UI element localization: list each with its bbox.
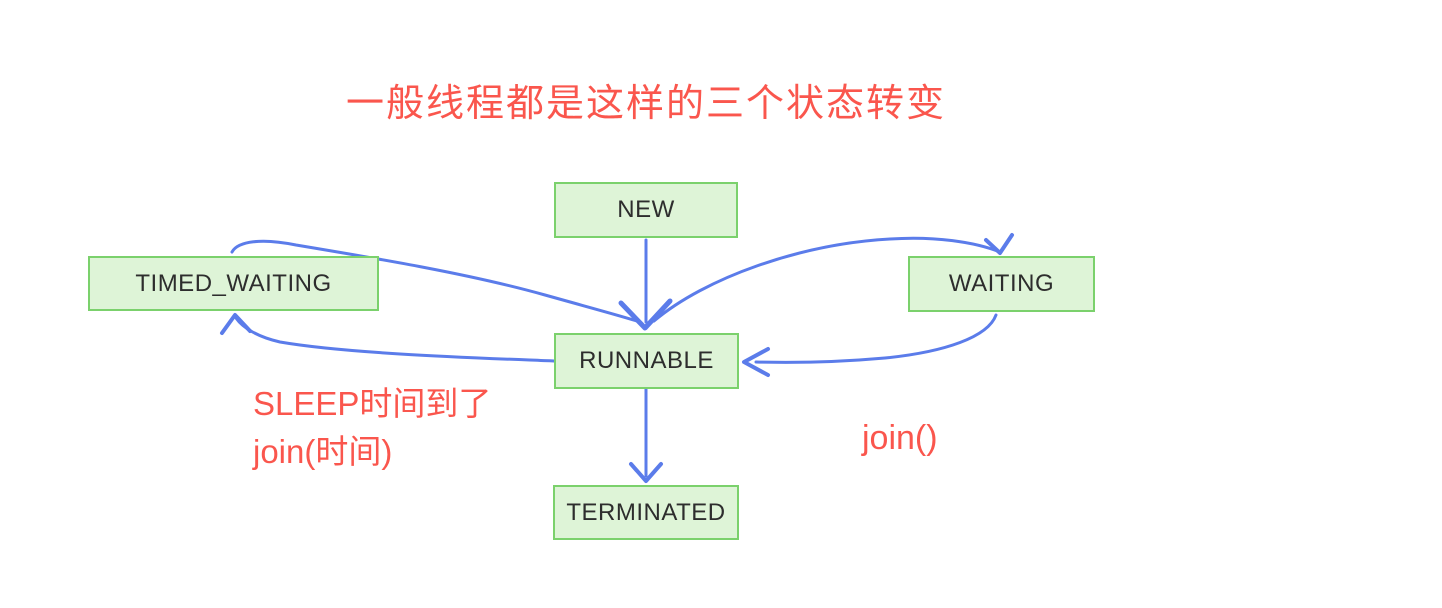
- arrow-runnable-to-timed-waiting: [234, 316, 556, 363]
- edge-label-sleep-time-up: SLEEP时间到了: [253, 385, 492, 422]
- node-terminated: TERMINATED: [553, 485, 739, 540]
- node-runnable-label: RUNNABLE: [579, 347, 714, 374]
- node-waiting-label: WAITING: [948, 270, 1055, 297]
- diagram-title: 一般线程都是这样的三个状态转变: [345, 83, 947, 125]
- edge-label-join: join(): [862, 419, 938, 457]
- arrowhead-into-waiting-top: [984, 233, 1014, 255]
- node-new-label: NEW: [617, 196, 675, 223]
- node-timed-waiting: TIMED_WAITING: [88, 256, 379, 311]
- node-timed-waiting-label: TIMED_WAITING: [135, 269, 332, 297]
- arrowhead-into-runnable-right: [742, 347, 770, 377]
- node-new: NEW: [554, 182, 738, 238]
- arrowhead-into-terminated-top: [629, 462, 663, 483]
- node-terminated-label: TERMINATED: [566, 498, 726, 526]
- arrow-timed-waiting-to-runnable: [230, 239, 642, 324]
- arrow-runnable-to-waiting: [652, 236, 1002, 323]
- node-runnable: RUNNABLE: [554, 333, 739, 389]
- arrowhead-into-timed-waiting-bottom: [220, 313, 252, 335]
- edge-label-join-with-time: join(时间): [253, 433, 393, 470]
- arrow-waiting-to-runnable: [754, 313, 998, 364]
- node-waiting: WAITING: [908, 256, 1095, 312]
- arrowhead-into-runnable-top: [618, 298, 673, 331]
